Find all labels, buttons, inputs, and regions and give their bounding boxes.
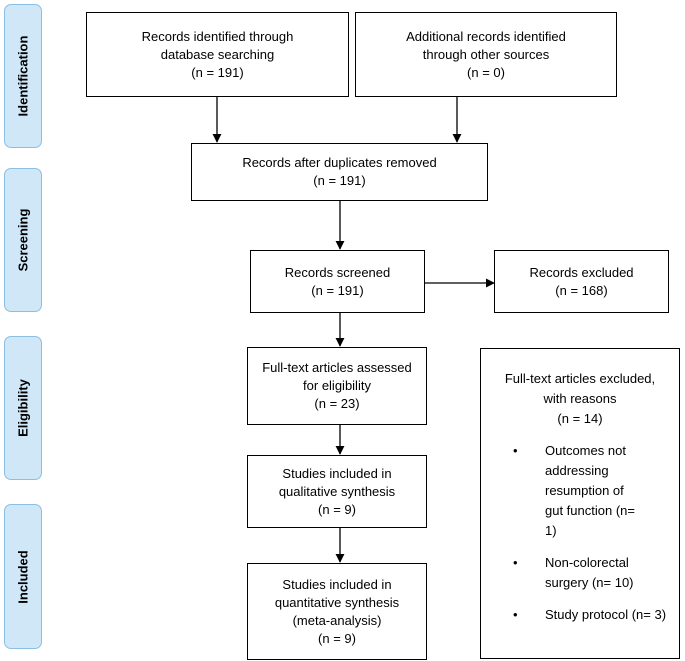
box-records-identified: Records identified through database sear… bbox=[86, 12, 349, 97]
box-quantitative-synthesis: Studies included in quantitative synthes… bbox=[247, 563, 427, 660]
stage-identification: Identification bbox=[4, 4, 42, 148]
bullet-icon: • bbox=[513, 555, 518, 570]
box-records-screened: Records screened (n = 191) bbox=[250, 250, 425, 313]
box-qualitative-synthesis: Studies included in qualitative synthesi… bbox=[247, 455, 427, 528]
exclusion-reason-text: Study protocol (n= 3) bbox=[545, 607, 667, 622]
exclusion-reason-text: Outcomes not addressing resumption of gu… bbox=[545, 443, 635, 538]
bullet-icon: • bbox=[513, 607, 518, 622]
box-fulltext-excluded: Full-text articles excluded, with reason… bbox=[480, 348, 680, 659]
exclusion-reason-item: • Study protocol (n= 3) bbox=[481, 605, 679, 625]
exclusion-reasons-list: • Outcomes not addressing resumption of … bbox=[481, 441, 679, 625]
stage-included: Included bbox=[4, 504, 42, 649]
exclusion-reason-text: Non-colorectal surgery (n= 10) bbox=[545, 555, 634, 590]
exclusion-reason-item: • Non-colorectal surgery (n= 10) bbox=[481, 553, 679, 593]
stage-eligibility: Eligibility bbox=[4, 336, 42, 480]
exclusion-reason-item: • Outcomes not addressing resumption of … bbox=[481, 441, 679, 541]
box-additional-records: Additional records identified through ot… bbox=[355, 12, 617, 97]
stage-screening: Screening bbox=[4, 168, 42, 312]
fulltext-excluded-heading: Full-text articles excluded, with reason… bbox=[504, 371, 656, 426]
box-records-after-duplicates: Records after duplicates removed (n = 19… bbox=[191, 143, 488, 201]
box-records-excluded: Records excluded (n = 168) bbox=[494, 250, 669, 313]
box-fulltext-assessed: Full-text articles assessed for eligibil… bbox=[247, 347, 427, 425]
bullet-icon: • bbox=[513, 443, 518, 458]
